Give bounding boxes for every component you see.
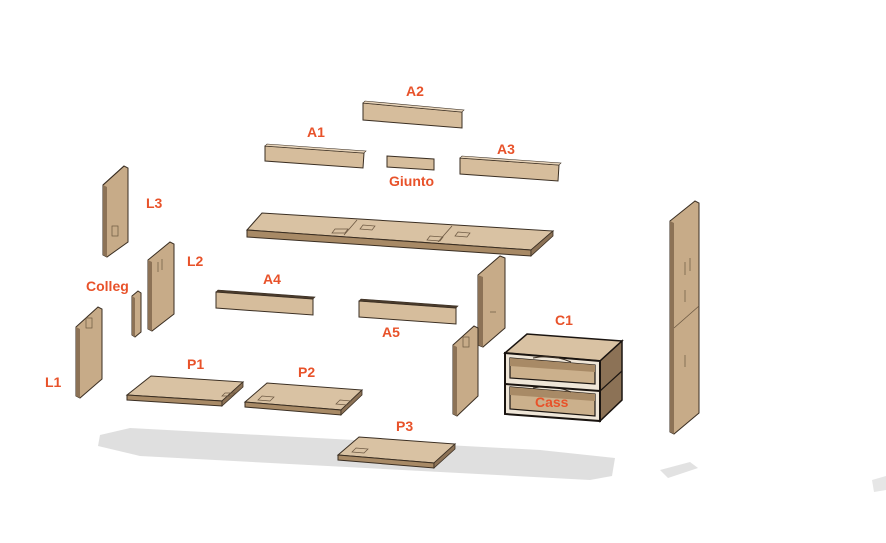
label-a5: A5	[382, 324, 400, 340]
part-p1	[125, 375, 245, 407]
label-a4: A4	[263, 271, 281, 287]
part-p2	[243, 382, 364, 416]
part-a3	[459, 155, 562, 182]
label-l3: L3	[146, 195, 163, 211]
label-l2: L2	[187, 253, 204, 269]
label-p2: P2	[298, 364, 315, 380]
part-l2	[147, 241, 175, 332]
part-labels: A2 A1 A3 Giunto L3 L2 Colleg A4 A5 C1 L1…	[45, 83, 573, 434]
part-tall-side-panel	[669, 200, 700, 435]
part-l1	[75, 306, 103, 399]
label-cass: Cass	[535, 394, 569, 410]
part-inner-panel-lower	[452, 325, 479, 417]
part-a4	[215, 289, 316, 316]
part-p3	[336, 436, 457, 469]
part-giunto	[386, 155, 435, 171]
part-shelf-top	[245, 212, 555, 257]
part-a2	[362, 100, 465, 129]
label-a2: A2	[406, 83, 424, 99]
part-inner-panel-upper	[477, 255, 506, 348]
label-a3: A3	[497, 141, 515, 157]
part-a1	[264, 143, 367, 169]
label-l1: L1	[45, 374, 62, 390]
label-colleg: Colleg	[86, 278, 129, 294]
part-c1-cabinet	[503, 333, 624, 423]
label-p1: P1	[187, 356, 204, 372]
part-colleg	[131, 290, 142, 338]
label-giunto: Giunto	[389, 173, 434, 189]
label-p3: P3	[396, 418, 413, 434]
label-a1: A1	[307, 124, 325, 140]
ground-shadows	[98, 428, 886, 492]
part-a5	[358, 298, 459, 325]
part-l3	[102, 165, 129, 258]
label-c1: C1	[555, 312, 573, 328]
